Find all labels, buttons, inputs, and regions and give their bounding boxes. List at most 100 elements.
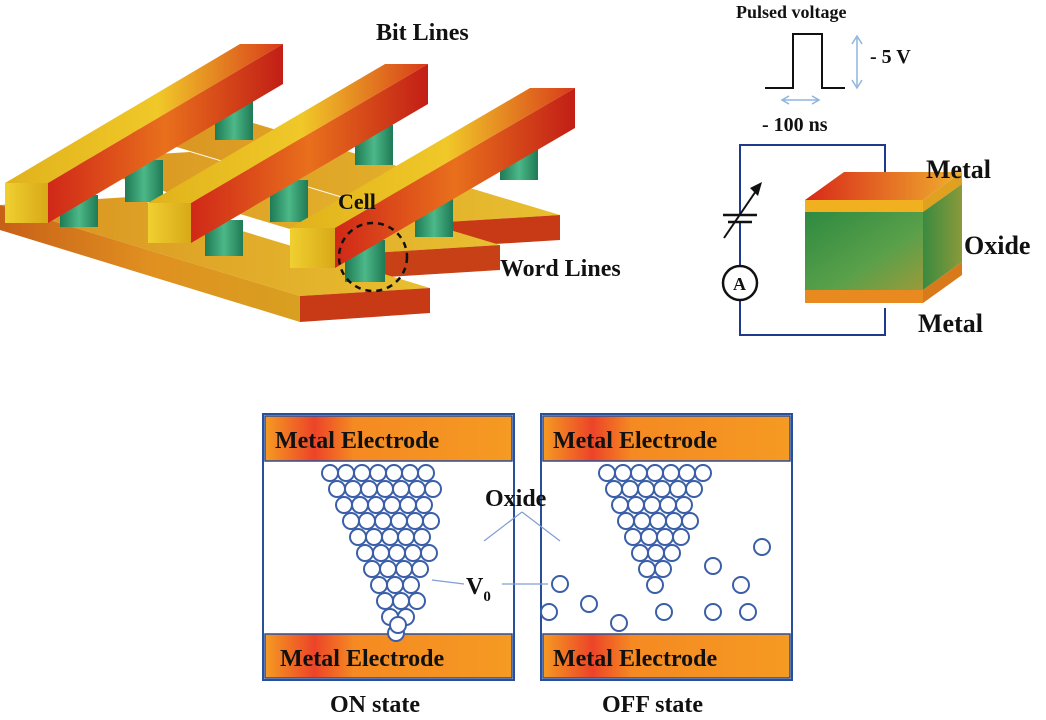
oxygen-vacancy bbox=[643, 496, 661, 514]
amplitude-arrow bbox=[851, 34, 863, 90]
on-bottom-electrode bbox=[264, 633, 513, 679]
cube-top-metal bbox=[805, 172, 962, 200]
oxygen-vacancy bbox=[646, 576, 664, 594]
oxygen-vacancy bbox=[753, 538, 771, 556]
on-bottom-electrode-label: Metal Electrode bbox=[280, 646, 445, 672]
oxygen-vacancy bbox=[551, 575, 569, 593]
cube-bottom-metal bbox=[805, 290, 923, 303]
cube-oxide-side bbox=[923, 184, 962, 290]
oxygen-vacancy bbox=[611, 496, 629, 514]
oxygen-vacancy bbox=[342, 512, 360, 530]
bit-lines-label: Bit Lines bbox=[376, 20, 469, 46]
oxygen-vacancy bbox=[739, 603, 757, 621]
oxygen-vacancy bbox=[321, 464, 339, 482]
oxygen-vacancy bbox=[732, 576, 750, 594]
oxygen-vacancy bbox=[637, 480, 655, 498]
oxygen-vacancy bbox=[388, 544, 406, 562]
oxygen-vacancy bbox=[404, 544, 422, 562]
oxygen-vacancy bbox=[420, 544, 438, 562]
oxygen-vacancy bbox=[580, 595, 598, 613]
oxygen-vacancy bbox=[392, 480, 410, 498]
oxygen-vacancy bbox=[627, 496, 645, 514]
oxygen-vacancy bbox=[617, 512, 635, 530]
oxygen-vacancy bbox=[337, 464, 355, 482]
oxygen-vacancy bbox=[656, 528, 674, 546]
oxygen-vacancy bbox=[605, 480, 623, 498]
oxide-leader-right bbox=[521, 511, 561, 542]
off-bottom-electrode bbox=[542, 633, 791, 679]
oxygen-vacancy bbox=[397, 528, 415, 546]
oxygen-vacancy bbox=[390, 512, 408, 530]
oxygen-vacancy bbox=[372, 544, 390, 562]
ammeter-label: A bbox=[733, 274, 746, 294]
oxide-layer-label: Oxide bbox=[964, 231, 1030, 260]
mim-cube bbox=[805, 172, 962, 303]
oxygen-vacancy bbox=[392, 592, 410, 610]
circuit-wire-top bbox=[739, 144, 886, 215]
oxygen-vacancy bbox=[369, 464, 387, 482]
circuit-wire-bottom bbox=[739, 300, 886, 336]
cube-oxide-front bbox=[805, 212, 923, 290]
oxygen-vacancy bbox=[663, 544, 681, 562]
oxygen-vacancy bbox=[358, 512, 376, 530]
oxygen-vacancy bbox=[598, 464, 616, 482]
oxygen-vacancy bbox=[653, 480, 671, 498]
oxygen-vacancy bbox=[630, 464, 648, 482]
oxygen-vacancy bbox=[422, 512, 440, 530]
oxygen-vacancy bbox=[610, 614, 628, 632]
off-bottom-electrode-label: Metal Electrode bbox=[553, 646, 718, 672]
oxygen-vacancy bbox=[363, 560, 381, 578]
pulse-title: Pulsed voltage bbox=[736, 2, 847, 22]
leader-lines bbox=[431, 511, 561, 585]
oxygen-vacancy bbox=[638, 560, 656, 578]
oxygen-vacancy bbox=[370, 576, 388, 594]
oxygen-vacancy bbox=[351, 496, 369, 514]
oxygen-vacancy bbox=[685, 480, 703, 498]
oxygen-vacancy bbox=[614, 464, 632, 482]
oxygen-vacancy bbox=[328, 480, 346, 498]
oxygen-vacancy bbox=[669, 480, 687, 498]
oxygen-vacancy bbox=[413, 528, 431, 546]
oxygen-vacancy bbox=[401, 464, 419, 482]
oxygen-vacancy bbox=[672, 528, 690, 546]
bit-line-3 bbox=[290, 88, 575, 268]
oxygen-vacancy bbox=[408, 592, 426, 610]
on-top-electrode-label: Metal Electrode bbox=[275, 428, 440, 454]
oxygen-vacancy bbox=[417, 464, 435, 482]
on-state-panel: Metal Electrode Metal Electrode bbox=[262, 413, 515, 681]
off-top-electrode bbox=[542, 415, 791, 462]
voltage-label: - 5 V bbox=[870, 46, 911, 68]
oxygen-vacancy bbox=[655, 603, 673, 621]
bit-line-2 bbox=[148, 64, 428, 243]
cell-highlight-circle bbox=[337, 221, 409, 293]
on-state-label: ON state bbox=[330, 692, 420, 718]
oxygen-vacancy bbox=[704, 557, 722, 575]
bit-line-1 bbox=[5, 44, 283, 223]
oxygen-vacancy bbox=[633, 512, 651, 530]
oxygen-vacancy bbox=[694, 464, 712, 482]
oxygen-vacancy bbox=[647, 544, 665, 562]
crossbar-array: Bit Lines Word Lines Cell bbox=[0, 20, 621, 322]
oxygen-vacancy bbox=[402, 576, 420, 594]
oxygen-vacancy bbox=[646, 464, 664, 482]
vacancy-label: V0 bbox=[466, 574, 491, 605]
oxygen-vacancy bbox=[344, 480, 362, 498]
oxygen-vacancy bbox=[621, 480, 639, 498]
variable-source-symbol bbox=[723, 182, 762, 239]
on-top-electrode bbox=[264, 415, 513, 462]
pulse-circuit: Pulsed voltage - 5 V - 100 ns bbox=[721, 2, 1030, 338]
oxygen-vacancy bbox=[415, 496, 433, 514]
oxygen-vacancy bbox=[381, 528, 399, 546]
oxygen-vacancy bbox=[385, 464, 403, 482]
oxygen-vacancy bbox=[678, 464, 696, 482]
duration-label: - 100 ns bbox=[762, 114, 828, 136]
off-state-panel: Metal Electrode Metal Electrode bbox=[540, 413, 793, 681]
oxygen-vacancy bbox=[681, 512, 699, 530]
oxygen-vacancy bbox=[659, 496, 677, 514]
oxygen-vacancy bbox=[389, 616, 407, 634]
pulse-waveform bbox=[765, 33, 845, 89]
bottom-metal-label: Metal bbox=[918, 309, 983, 338]
oxygen-vacancy bbox=[424, 480, 442, 498]
